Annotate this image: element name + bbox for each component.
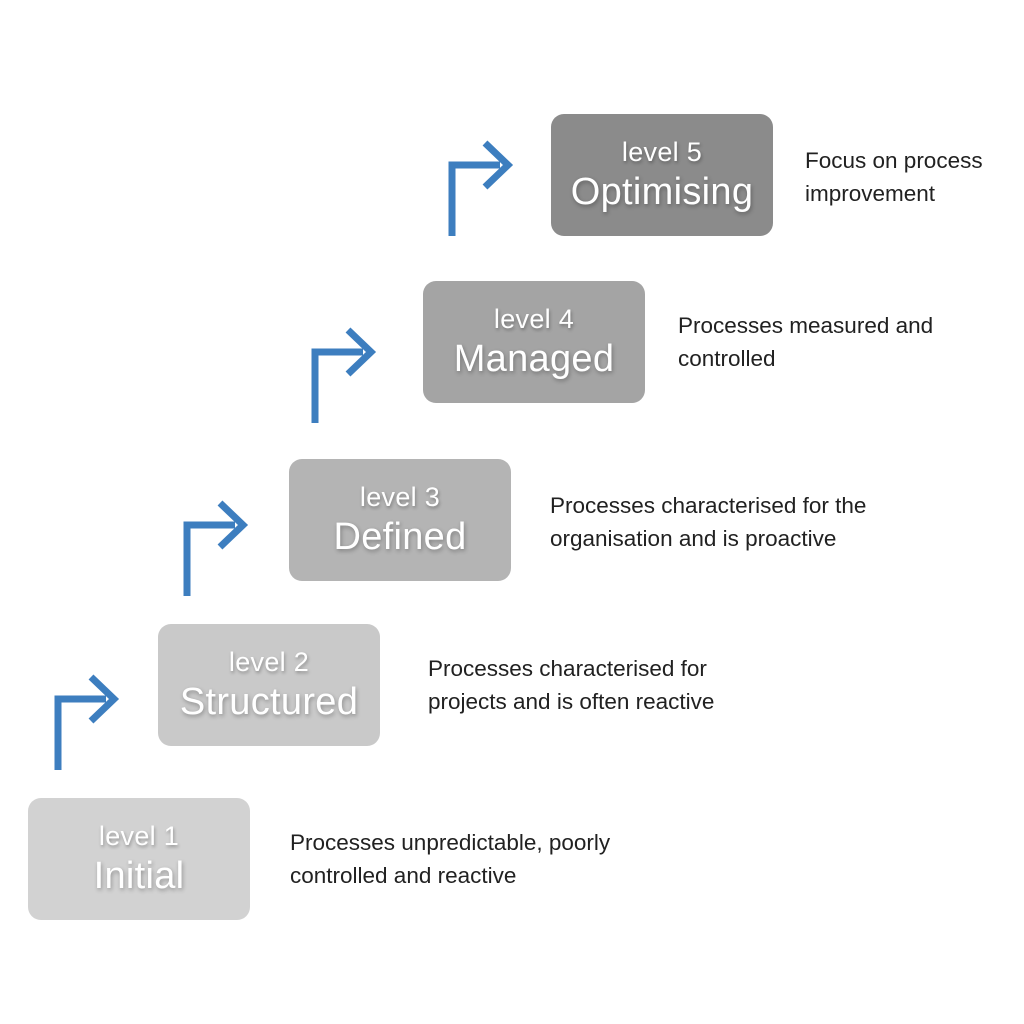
- bent-arrow-icon: [183, 500, 249, 596]
- step-up-arrow-4-to-5: [446, 138, 516, 238]
- level-4-box: level 4 Managed: [423, 281, 645, 403]
- level-3-box: level 3 Defined: [289, 459, 511, 581]
- level-3-description-line-1: Processes characterised for the: [550, 493, 867, 518]
- step-up-arrow-2-to-3: [181, 498, 251, 598]
- level-4-name: Managed: [453, 337, 615, 380]
- level-2-description-line-2: projects and is often reactive: [428, 689, 715, 714]
- level-4-description-line-1: Processes measured and: [678, 313, 934, 338]
- bent-arrow-icon: [311, 327, 377, 423]
- level-2-description: Processes characterised for projects and…: [428, 652, 714, 718]
- level-1-box: level 1 Initial: [28, 798, 250, 920]
- level-5-name: Optimising: [570, 170, 754, 213]
- level-1-description-line-1: Processes unpredictable, poorly: [290, 830, 611, 855]
- level-5-label: level 5: [621, 136, 703, 167]
- level-1-label: level 1: [98, 820, 180, 851]
- step-up-arrow-1-to-2: [52, 672, 122, 772]
- step-up-arrow-3-to-4: [309, 325, 379, 425]
- level-1-description-line-2: controlled and reactive: [290, 863, 517, 888]
- level-3-description: Processes characterised for the organisa…: [550, 489, 866, 555]
- bent-arrow-icon: [448, 140, 514, 236]
- level-2-label: level 2: [228, 646, 310, 677]
- level-3-name: Defined: [333, 515, 467, 558]
- level-2-name: Structured: [179, 680, 359, 723]
- level-5-description: Focus on process improvement: [805, 144, 983, 210]
- level-3-label: level 3: [359, 481, 441, 512]
- level-1-name: Initial: [93, 854, 185, 897]
- level-5-description-line-2: improvement: [805, 181, 936, 206]
- level-4-label: level 4: [493, 303, 575, 334]
- level-5-box: level 5 Optimising: [551, 114, 773, 236]
- level-2-description-line-1: Processes characterised for: [428, 656, 707, 681]
- level-1-description: Processes unpredictable, poorly controll…: [290, 826, 610, 892]
- level-2-box: level 2 Structured: [158, 624, 380, 746]
- level-3-description-line-2: organisation and is proactive: [550, 526, 837, 551]
- level-5-description-line-1: Focus on process: [805, 148, 983, 173]
- level-4-description: Processes measured and controlled: [678, 309, 933, 375]
- bent-arrow-icon: [54, 674, 120, 770]
- level-4-description-line-2: controlled: [678, 346, 776, 371]
